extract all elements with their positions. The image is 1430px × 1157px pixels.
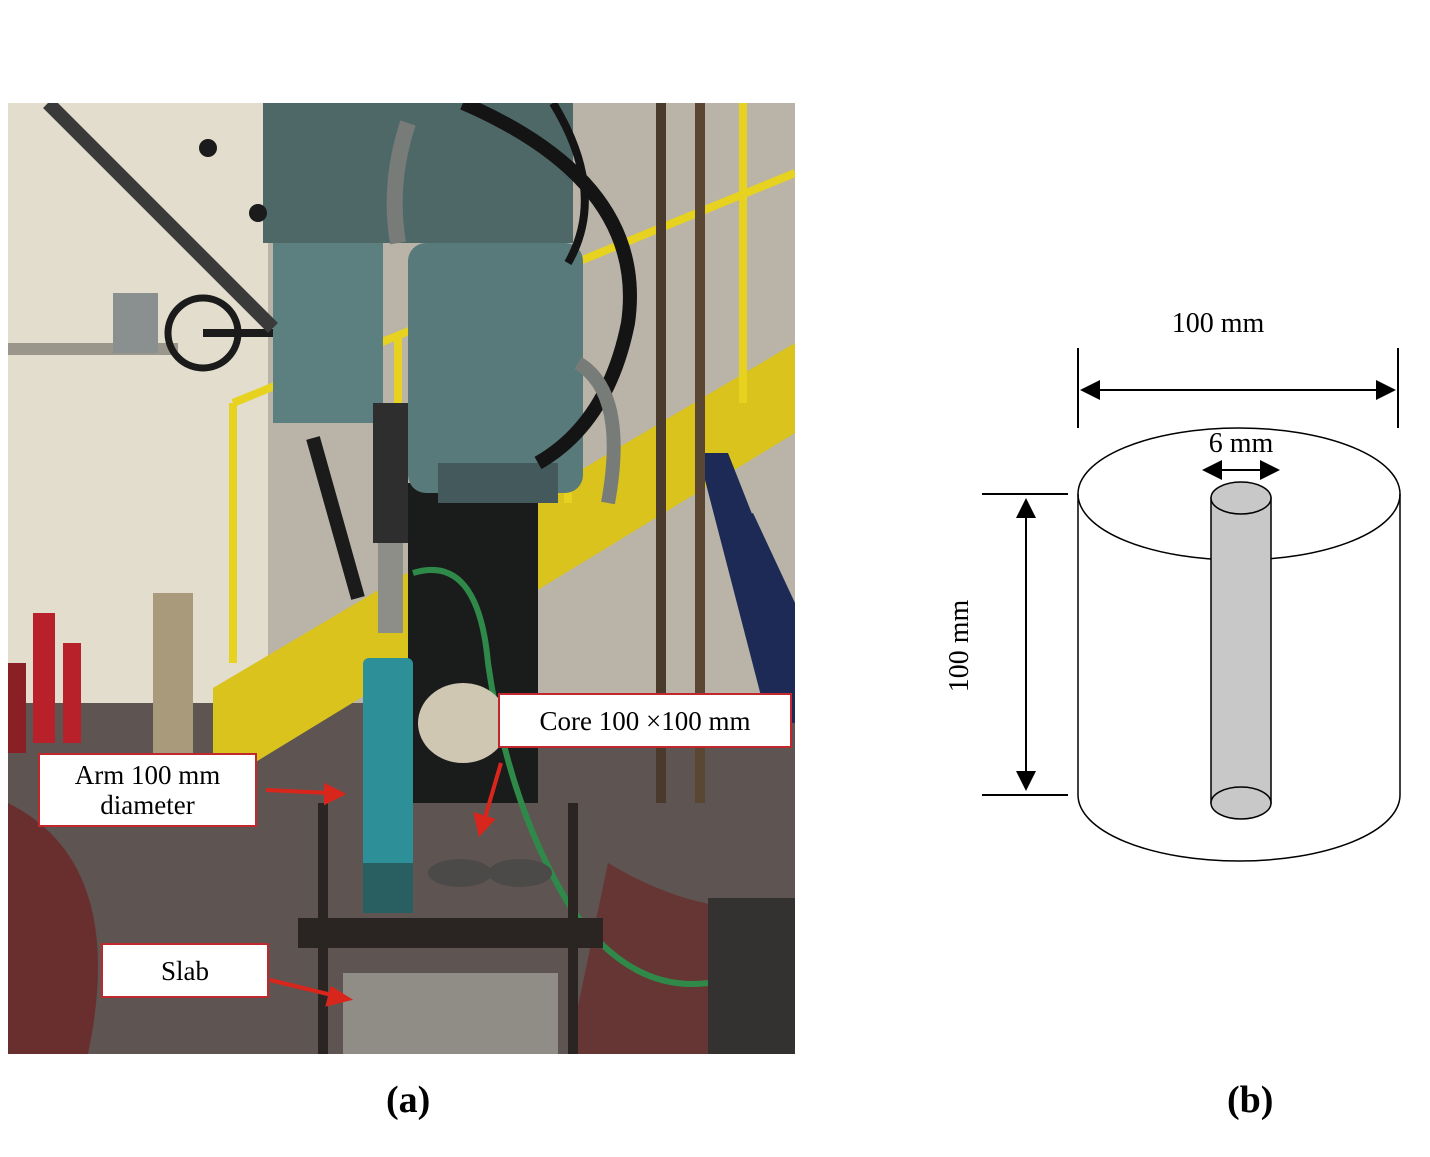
slab-callout: Slab bbox=[101, 943, 269, 998]
steel-bar bbox=[1210, 481, 1272, 820]
arm-callout-line1: Arm 100 mm bbox=[74, 760, 221, 790]
cut-core bbox=[488, 859, 552, 887]
core-callout: Core 100 ×100 mm bbox=[498, 693, 792, 748]
arm-callout-line2: diameter bbox=[100, 790, 195, 820]
photo-bag bbox=[418, 683, 508, 763]
top-dimension-label: 100 mm bbox=[1172, 308, 1265, 339]
top-dimension bbox=[1077, 348, 1399, 428]
photo-tube bbox=[153, 593, 193, 773]
height-dimension-label: 100 mm bbox=[944, 600, 975, 693]
caption-a: (a) bbox=[386, 1079, 431, 1121]
machine-conduit bbox=[386, 120, 416, 245]
core-callout-text: Core 100 ×100 mm bbox=[539, 705, 751, 736]
arm-callout: Arm 100 mm diameter bbox=[38, 753, 257, 827]
concrete-slab bbox=[343, 973, 558, 1054]
specimen-schematic: 100 mm 6 mm 100 mm bbox=[944, 308, 1401, 862]
machine-housing-base bbox=[438, 463, 558, 503]
machine-chuck bbox=[378, 543, 403, 633]
machine-gearbox bbox=[273, 243, 383, 423]
machine-handle bbox=[306, 436, 365, 600]
caption-b: (b) bbox=[1227, 1079, 1274, 1121]
photo-floor-stain bbox=[8, 803, 98, 1054]
cut-core bbox=[428, 859, 492, 887]
photo-rod bbox=[656, 103, 666, 803]
bar-dimension-label: 6 mm bbox=[1209, 428, 1274, 459]
coring-machine-photo bbox=[8, 103, 795, 1054]
photo-socket-box bbox=[113, 293, 158, 353]
machine-head-top bbox=[263, 103, 573, 243]
height-dimension bbox=[982, 493, 1068, 796]
photo-tool-post bbox=[708, 898, 795, 1054]
machine-lever bbox=[43, 103, 278, 333]
machine-cable bbox=[460, 103, 637, 470]
rig-crossbar bbox=[298, 918, 603, 948]
slab-callout-text: Slab bbox=[160, 955, 209, 986]
machine-motor-housing bbox=[408, 243, 583, 493]
callout-arrows bbox=[265, 762, 503, 1007]
photo-blue-frames bbox=[698, 453, 795, 723]
machine-spindle bbox=[373, 403, 408, 543]
water-hose bbox=[412, 566, 709, 987]
photo-rod bbox=[695, 103, 705, 803]
core-drill-bit bbox=[363, 658, 413, 913]
photo-wall-left bbox=[8, 103, 268, 703]
photo-red-cylinder bbox=[33, 613, 55, 743]
